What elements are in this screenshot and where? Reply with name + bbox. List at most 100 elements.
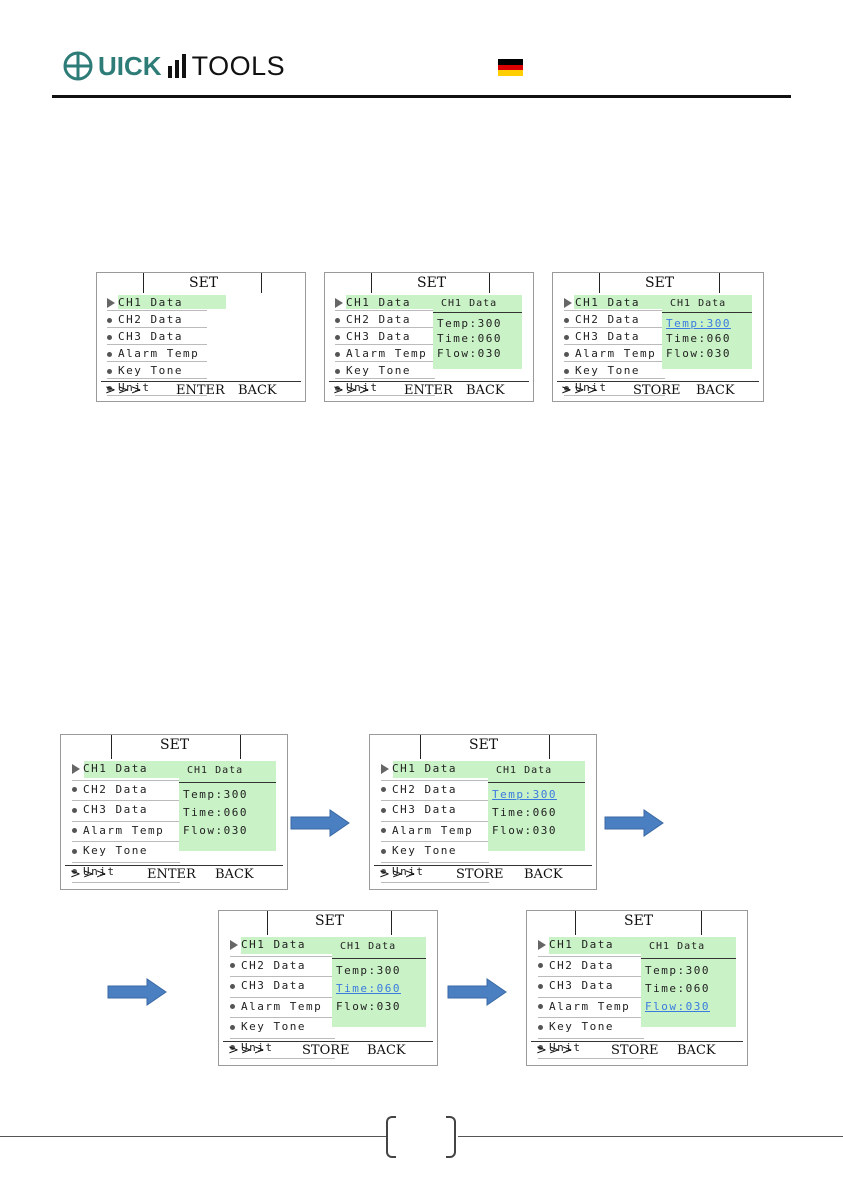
parameter-value[interactable]: Temp:300 xyxy=(645,963,710,977)
menu-item[interactable]: CH3 Data xyxy=(72,803,148,816)
menu-item[interactable]: Key Tone xyxy=(230,1020,306,1033)
parameter-value[interactable]: Flow:030 xyxy=(492,824,557,838)
menu-item[interactable]: CH2 Data xyxy=(381,783,457,796)
menu-item[interactable]: Unit xyxy=(564,381,608,394)
footer-divider-left xyxy=(0,1136,388,1137)
parameter-value[interactable]: Temp:300 xyxy=(336,963,401,977)
editable-value-selected[interactable]: Flow:030 xyxy=(645,1000,710,1014)
menu-item[interactable]: CH2 Data xyxy=(230,959,306,972)
menu-item[interactable]: Key Tone xyxy=(564,364,640,377)
enter-button[interactable]: ENTER xyxy=(404,383,453,398)
panel-title: CH1 Data xyxy=(441,298,498,309)
back-button[interactable]: BACK xyxy=(238,383,277,398)
menu-item[interactable]: Alarm Temp xyxy=(335,347,427,360)
parameter-value[interactable]: Flow:030 xyxy=(437,347,502,360)
menu-item[interactable]: Unit xyxy=(381,865,425,878)
menu-item-label: CH3 Data xyxy=(575,330,640,343)
menu-item-label: Unit xyxy=(575,381,608,394)
footer-nav-button[interactable]: >>> xyxy=(228,1042,267,1058)
menu-item[interactable]: Unit xyxy=(72,865,116,878)
menu-item[interactable]: Unit xyxy=(538,1041,582,1054)
menu-item[interactable]: Key Tone xyxy=(72,844,148,857)
menu-item-underline xyxy=(230,955,335,957)
menu-item[interactable]: Key Tone xyxy=(107,364,183,377)
menu-item[interactable]: CH3 Data xyxy=(381,803,457,816)
editable-value-selected[interactable]: Temp:300 xyxy=(666,317,731,330)
bullet-icon xyxy=(107,334,112,340)
menu-item-selected[interactable]: CH1 Data xyxy=(72,762,148,775)
back-button[interactable]: BACK xyxy=(367,1042,406,1058)
back-button[interactable]: BACK xyxy=(215,866,254,882)
back-button[interactable]: BACK xyxy=(696,383,735,398)
germany-flag-icon[interactable] xyxy=(498,59,523,76)
parameter-value[interactable]: Time:060 xyxy=(437,332,502,345)
menu-item-underline xyxy=(72,820,180,822)
menu-item-label: Key Tone xyxy=(241,1020,306,1034)
menu-item-selected[interactable]: CH1 Data xyxy=(335,296,411,309)
menu-item[interactable]: CH3 Data xyxy=(107,330,183,343)
menu-item[interactable]: CH3 Data xyxy=(538,979,614,992)
editable-value-selected[interactable]: Time:060 xyxy=(336,981,401,995)
enter-button[interactable]: ENTER xyxy=(147,866,196,882)
menu-item-label: CH3 Data xyxy=(118,330,183,343)
store-button[interactable]: STORE xyxy=(302,1042,350,1058)
parameter-value[interactable]: Flow:030 xyxy=(336,1000,401,1014)
menu-item[interactable]: Alarm Temp xyxy=(538,1000,630,1013)
menu-item[interactable]: Unit xyxy=(107,381,151,394)
menu-item-underline xyxy=(538,996,644,998)
store-button[interactable]: STORE xyxy=(456,866,504,882)
menu-item-selected[interactable]: CH1 Data xyxy=(564,296,640,309)
back-button[interactable]: BACK xyxy=(677,1042,716,1058)
parameter-value[interactable]: Time:060 xyxy=(645,981,710,995)
back-button[interactable]: BACK xyxy=(524,866,563,882)
menu-item-underline xyxy=(107,327,207,328)
footer-nav-button[interactable]: >>> xyxy=(333,383,372,398)
menu-item-underline xyxy=(538,955,644,957)
footer-nav-button[interactable]: >>> xyxy=(561,383,600,398)
footer-nav-button[interactable]: >>> xyxy=(536,1042,575,1058)
menu-item[interactable]: CH2 Data xyxy=(72,783,148,796)
enter-button[interactable]: ENTER xyxy=(176,383,225,398)
menu-item[interactable]: CH2 Data xyxy=(335,313,411,326)
menu-item[interactable]: CH3 Data xyxy=(230,979,306,992)
parameter-value[interactable]: Flow:030 xyxy=(183,824,248,838)
menu-item[interactable]: CH3 Data xyxy=(564,330,640,343)
menu-item-selected[interactable]: CH1 Data xyxy=(381,762,457,775)
menu-item[interactable]: CH2 Data xyxy=(107,313,183,326)
menu-item[interactable]: Key Tone xyxy=(335,364,411,377)
menu-item-selected[interactable]: CH1 Data xyxy=(230,938,306,951)
footer-nav-button[interactable]: >>> xyxy=(105,383,144,398)
menu-item[interactable]: Unit xyxy=(230,1041,274,1054)
parameter-value[interactable]: Temp:300 xyxy=(437,317,502,330)
footer-nav-button[interactable]: >>> xyxy=(70,866,109,882)
menu-item[interactable]: Alarm Temp xyxy=(230,1000,322,1013)
menu-item[interactable]: Alarm Temp xyxy=(107,347,199,360)
menu-item-underline xyxy=(564,327,665,328)
parameter-value[interactable]: Time:060 xyxy=(666,332,731,345)
menu-item-selected[interactable]: CH1 Data xyxy=(538,938,614,951)
parameter-value[interactable]: Time:060 xyxy=(492,805,557,819)
menu-item[interactable]: Alarm Temp xyxy=(72,824,164,837)
parameter-value[interactable]: Flow:030 xyxy=(666,347,731,360)
menu-highlight xyxy=(393,761,511,779)
menu-item[interactable]: Unit xyxy=(335,381,379,394)
parameter-value[interactable]: Time:060 xyxy=(183,805,248,819)
store-button[interactable]: STORE xyxy=(633,383,681,398)
menu-item[interactable]: CH2 Data xyxy=(564,313,640,326)
menu-item[interactable]: CH3 Data xyxy=(335,330,411,343)
parameter-value[interactable]: Temp:300 xyxy=(183,787,248,801)
menu-item[interactable]: CH2 Data xyxy=(538,959,614,972)
menu-item[interactable]: Key Tone xyxy=(381,844,457,857)
menu-item[interactable]: Alarm Temp xyxy=(381,824,473,837)
back-button[interactable]: BACK xyxy=(466,383,505,398)
menu-item[interactable]: Key Tone xyxy=(538,1020,614,1033)
store-button[interactable]: STORE xyxy=(611,1042,659,1058)
title-tab-divider xyxy=(701,911,702,936)
footer-nav-button[interactable]: >>> xyxy=(379,866,418,882)
menu-item-selected[interactable]: CH1 Data xyxy=(107,296,183,309)
editable-value-selected[interactable]: Temp:300 xyxy=(492,787,557,801)
menu-item[interactable]: Alarm Temp xyxy=(564,347,656,360)
bullet-icon xyxy=(72,848,77,854)
screen-title: SET xyxy=(315,913,345,930)
menu-item-underline xyxy=(335,378,435,379)
